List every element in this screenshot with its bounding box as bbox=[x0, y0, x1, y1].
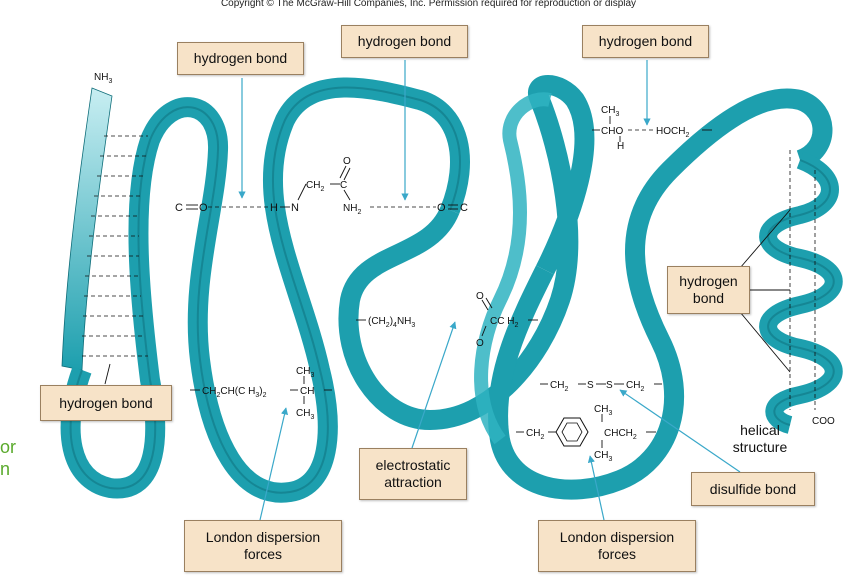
benzene-ring-icon bbox=[555, 417, 589, 447]
hbond-dashes-left bbox=[82, 135, 148, 357]
arrow-hbond-left bbox=[104, 363, 111, 385]
carb-o1-bond bbox=[481, 299, 489, 311]
copyright-notice: Copyright © The McGraw-Hill Companies, I… bbox=[220, 0, 637, 9]
ribbon-connector bbox=[474, 92, 552, 445]
svg-text:CH2: CH2 bbox=[306, 180, 324, 193]
svg-text:H: H bbox=[617, 141, 624, 152]
svg-text:CHCH2: CHCH2 bbox=[604, 428, 637, 441]
ribbon-strand-left bbox=[61, 87, 113, 371]
svg-text:CH3: CH3 bbox=[601, 105, 619, 118]
svg-text:O: O bbox=[476, 338, 484, 349]
svg-text:H: H bbox=[270, 202, 278, 214]
ribbon-loop-1 bbox=[60, 77, 470, 503]
leader-helix-hbond bbox=[739, 311, 791, 373]
label-electrostatic-line2: attraction bbox=[384, 474, 442, 490]
label-hbond-top-left: hydrogen bond bbox=[177, 42, 304, 75]
label-helical-structure: helical structure bbox=[720, 422, 800, 456]
svg-text:CH2: CH2 bbox=[626, 380, 644, 393]
svg-text:C: C bbox=[175, 202, 183, 214]
label-hbond-top-right: hydrogen bond bbox=[582, 25, 709, 58]
svg-text:CH3: CH3 bbox=[594, 404, 612, 417]
svg-text:(CH2)4NH3: (CH2)4NH3 bbox=[368, 316, 415, 329]
n-ch2-bond bbox=[297, 183, 307, 201]
edge-fragment-line2: n bbox=[0, 459, 11, 479]
svg-text:CH3: CH3 bbox=[296, 366, 314, 379]
label-london-right-line2: forces bbox=[597, 546, 637, 562]
svg-text:O: O bbox=[199, 202, 208, 214]
svg-text:C: C bbox=[340, 180, 347, 191]
svg-text:CH2: CH2 bbox=[526, 428, 544, 441]
svg-text:S: S bbox=[606, 380, 613, 391]
label-london-left-line1: London dispersion bbox=[205, 529, 321, 545]
carb-o1-bond bbox=[485, 297, 493, 309]
label-london-right-line1: London dispersion bbox=[559, 529, 675, 545]
svg-text:CHO: CHO bbox=[601, 126, 623, 137]
svg-text:CH3: CH3 bbox=[296, 408, 314, 421]
label-london-left-line2: forces bbox=[243, 546, 283, 562]
leader-helix-hbond bbox=[739, 209, 791, 269]
ribbon-loop-2 bbox=[338, 75, 595, 430]
label-london-left: London dispersion forces bbox=[184, 520, 342, 572]
edge-fragment-text: or n bbox=[0, 436, 16, 480]
label-helical-line1: helical bbox=[740, 422, 780, 438]
svg-text:CC H2: CC H2 bbox=[490, 316, 518, 329]
svg-text:O: O bbox=[343, 156, 351, 167]
alpha-helix bbox=[759, 150, 843, 434]
label-hbond-helix-line1: hydrogen bbox=[679, 273, 738, 289]
ribbon-loop-1-edge bbox=[69, 86, 461, 494]
label-disulfide: disulfide bond bbox=[691, 472, 815, 506]
label-hbond-left: hydrogen bond bbox=[40, 385, 172, 421]
svg-text:C: C bbox=[460, 202, 468, 214]
carb-o2-bond bbox=[481, 325, 487, 337]
label-hbond-helix: hydrogen bond bbox=[667, 266, 750, 314]
svg-text:NH3: NH3 bbox=[94, 72, 112, 85]
amide-co bbox=[343, 167, 351, 181]
svg-text:O: O bbox=[476, 291, 484, 302]
arrow-disulfide bbox=[619, 389, 741, 473]
svg-text:CH2: CH2 bbox=[550, 380, 568, 393]
svg-text:CH: CH bbox=[300, 386, 314, 397]
benzene-ring-inner bbox=[561, 422, 583, 442]
amide-co bbox=[339, 165, 347, 179]
edge-fragment-line1: or bbox=[0, 437, 17, 457]
amide-cn bbox=[343, 189, 351, 201]
svg-text:COO: COO bbox=[812, 416, 835, 427]
svg-text:CH2CH(C H3)2: CH2CH(C H3)2 bbox=[202, 386, 267, 399]
label-helical-line2: structure bbox=[732, 439, 788, 455]
label-hbond-helix-line2: bond bbox=[692, 290, 725, 306]
label-electrostatic: electrostatic attraction bbox=[359, 448, 467, 500]
label-hbond-top-mid: hydrogen bond bbox=[341, 25, 468, 58]
svg-text:NH2: NH2 bbox=[343, 203, 361, 216]
arrow-electrostatic bbox=[411, 321, 457, 449]
svg-text:O: O bbox=[437, 202, 446, 214]
label-electrostatic-line1: electrostatic bbox=[375, 457, 451, 473]
label-london-right: London dispersion forces bbox=[538, 520, 696, 572]
arrow-london-right bbox=[587, 455, 605, 521]
svg-text:HOCH2: HOCH2 bbox=[656, 126, 689, 139]
svg-text:CH3: CH3 bbox=[594, 450, 612, 463]
arrow-london-left bbox=[259, 407, 289, 521]
svg-text:N: N bbox=[291, 202, 299, 214]
chem-labels: NH3 C O H N CH2 O C NH2 O C CH3 CHO H HO… bbox=[94, 72, 835, 463]
svg-text:S: S bbox=[587, 380, 594, 391]
